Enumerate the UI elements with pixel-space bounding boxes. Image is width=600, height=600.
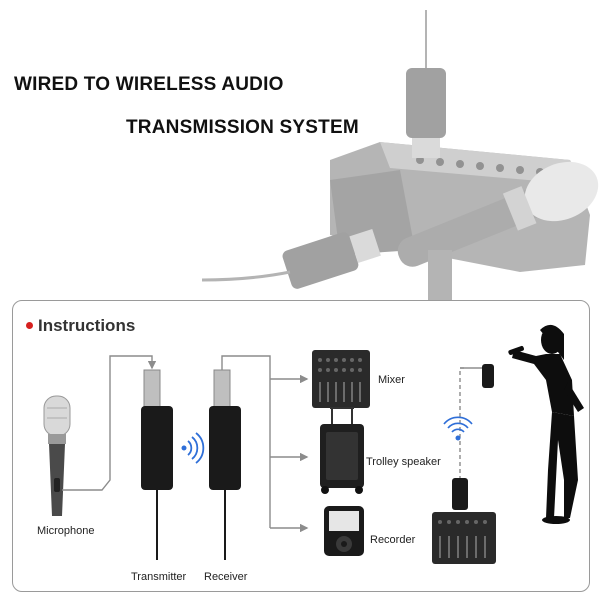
label-trolley-speaker: Trolley speaker [366, 456, 441, 468]
mixer-icon [312, 350, 370, 408]
mixer-icon [432, 512, 496, 564]
hero-product-image [201, 10, 599, 300]
label-transmitter: Transmitter [131, 571, 187, 583]
instructions-bullet [26, 322, 33, 329]
title-line-1: WIRED TO WIRELESS AUDIO [14, 74, 284, 95]
receiver-icon [452, 478, 468, 510]
connection-diagram [43, 324, 584, 564]
recorder-icon [324, 506, 364, 556]
receiver-icon [209, 369, 241, 560]
title-line-2: TRANSMISSION SYSTEM [126, 117, 359, 138]
singer-silhouette-icon [508, 324, 584, 524]
trolley-speaker-icon [320, 407, 364, 494]
transmitter-icon [482, 364, 494, 388]
transmitter-icon [141, 369, 173, 560]
label-mixer: Mixer [378, 374, 405, 386]
label-recorder: Recorder [370, 534, 416, 546]
label-microphone: Microphone [37, 525, 95, 537]
wireless-signal-icon [443, 416, 473, 441]
microphone-icon [43, 395, 71, 516]
wireless-signal-icon [181, 432, 205, 464]
label-receiver: Receiver [204, 571, 248, 583]
instructions-title: Instructions [38, 316, 136, 335]
